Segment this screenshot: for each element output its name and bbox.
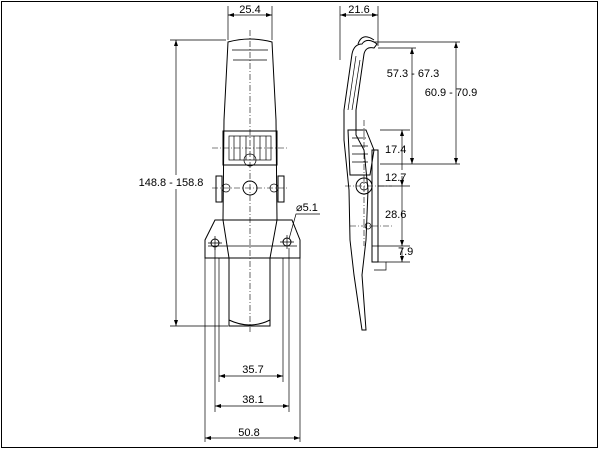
side-lever-profile [343,39,378,331]
dim-width-a: 35.7 [242,364,263,376]
dim-top-width: 25.4 [239,4,260,16]
dim-side-depth: 21.6 [348,4,369,16]
dim-hole-diameter: ⌀5.1 [296,202,318,214]
side-view: 21.6 57.3 - 67.3 60.9 - 70.9 17.4 12.7 2… [339,4,478,331]
drawing-border [1,1,598,448]
dim-width-b: 38.1 [242,394,263,406]
dim-overall-height: 148.8 - 158.8 [139,177,204,189]
dim-d1: 17.4 [385,144,406,156]
dim-reach-a: 57.3 - 67.3 [387,68,440,80]
dim-d4: 7.9 [398,246,413,258]
side-plate [371,149,379,263]
dim-d3: 28.6 [385,209,406,221]
dim-reach-b: 60.9 - 70.9 [425,87,478,99]
side-spring [347,129,375,176]
base-plate [204,219,301,259]
dim-width-c: 50.8 [238,427,259,439]
front-view: 25.4 148.8 - 158.8 ⌀5.1 35.7 38.1 50.8 [131,4,320,442]
dim-d2: 12.7 [385,172,406,184]
lower-strap [228,258,271,327]
